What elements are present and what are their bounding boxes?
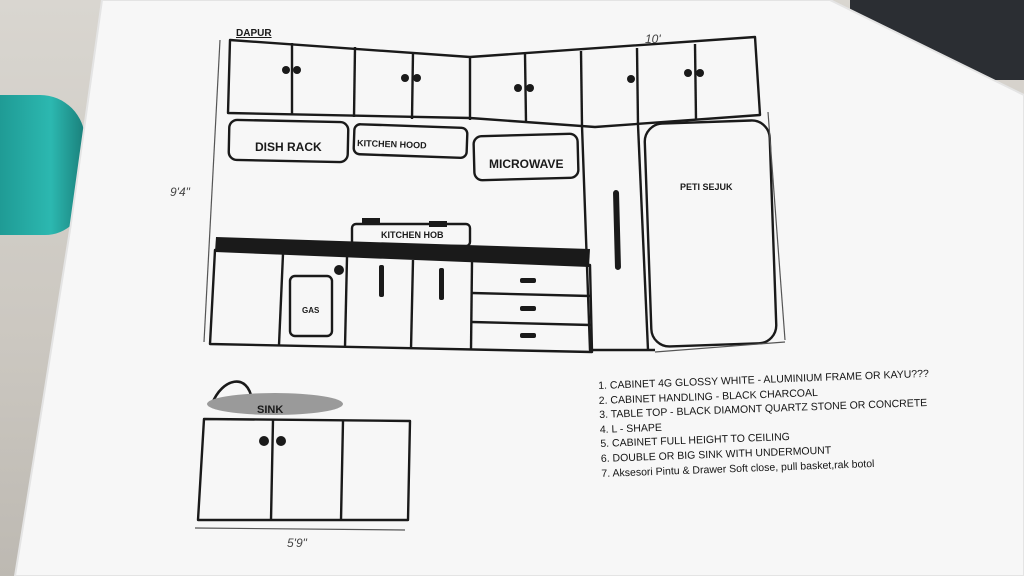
dimension-width: 10' (645, 32, 661, 46)
tall-cabinet (580, 125, 655, 352)
kitchen-hood-box (352, 123, 469, 159)
notes-list: 1. CABINET 4G GLOSSY WHITE - ALUMINIUM F… (598, 368, 932, 482)
dimension-height: 9'4" (170, 185, 191, 199)
dish-rack-box (227, 118, 350, 164)
gas-cylinder-box (288, 274, 334, 338)
cabinet-handles (379, 190, 621, 338)
label-sink: SINK (257, 404, 283, 416)
upper-cabinets (226, 35, 762, 129)
label-fridge: PETI SEJUK (680, 182, 733, 192)
label-microwave: MICROWAVE (489, 157, 563, 171)
teal-bottle (0, 95, 85, 235)
fridge-box (643, 119, 778, 348)
label-gas: GAS (302, 306, 320, 315)
sink-oval (207, 393, 343, 415)
island-cabinet (196, 417, 412, 522)
microwave-box (472, 132, 580, 182)
paper-sheet (15, 0, 1024, 576)
label-dish-rack: DISH RACK (255, 140, 322, 154)
label-kitchen-hood: KITCHEN HOOD (357, 138, 427, 150)
countertop (215, 237, 590, 267)
cabinet-knobs (259, 66, 704, 446)
dimension-island: 5'9" (287, 536, 308, 550)
label-hob: KITCHEN HOB (381, 230, 444, 240)
sink-faucet (210, 380, 254, 405)
title-dapur: DAPUR (236, 28, 272, 39)
